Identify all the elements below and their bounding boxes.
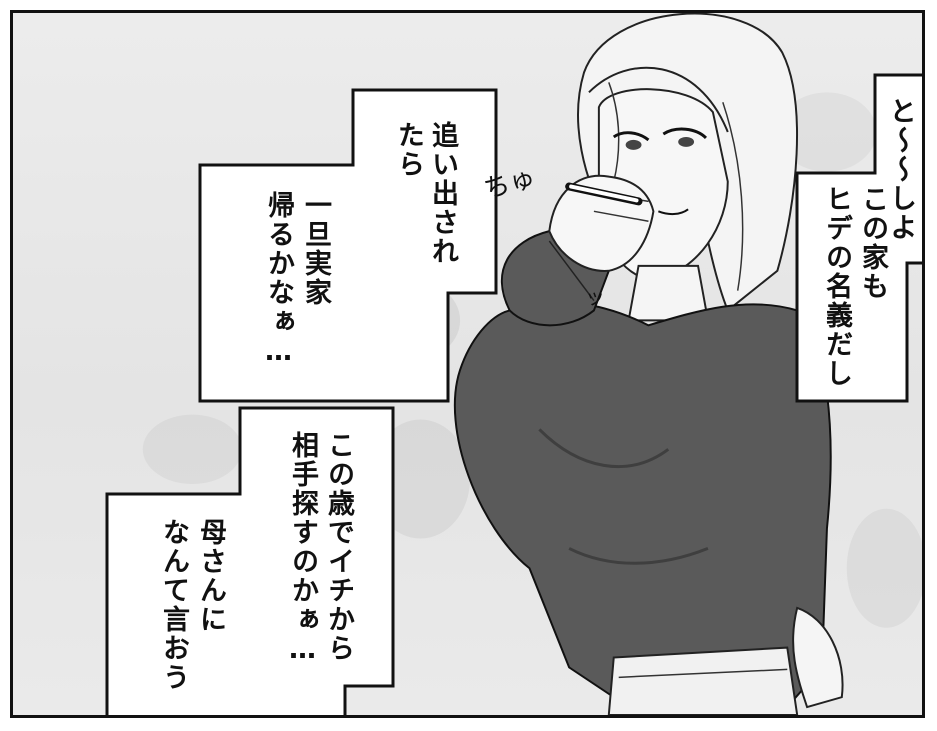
speech-line: 帰るかなぁ… [263, 191, 294, 369]
speech-line: この歳でイチから [323, 431, 354, 663]
speech-line: 母さんに [195, 518, 226, 634]
panel-artwork [142, 13, 922, 715]
sweater [453, 301, 832, 709]
speech-line: ヒデの名義だし [821, 185, 852, 388]
speech-box-right [795, 73, 922, 403]
speech-line: たら [393, 121, 424, 179]
speech-line: この家も [857, 185, 888, 301]
speech-box-bottom-left [105, 406, 395, 715]
speech-line: なんて言おう [158, 518, 189, 692]
speech-box-top-left [198, 88, 498, 403]
speech-line: と〜〜しよ [885, 97, 916, 242]
speech-line: 追い出され [427, 121, 458, 266]
speech-line: 相手探すのかぁ… [287, 431, 318, 667]
manga-panel: 追い出され たら 一旦実家 帰るかなぁ… この歳でイチから 相手探すのかぁ… 母… [10, 10, 925, 718]
speech-line: 一旦実家 [300, 191, 331, 307]
sfx-sip: ッ [585, 285, 605, 309]
